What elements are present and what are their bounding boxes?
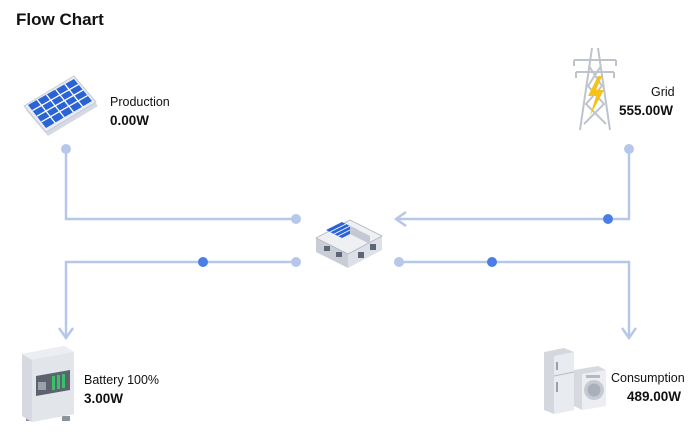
consumption-flow-line	[399, 260, 631, 336]
house-icon	[315, 219, 383, 268]
power-tower-icon	[573, 47, 617, 131]
battery-flow-arrow	[57, 327, 75, 341]
consumption-label: Consumption	[611, 371, 685, 385]
production-flow-line	[64, 149, 296, 221]
grid-flow-line	[398, 149, 631, 221]
grid-endpoint	[624, 144, 634, 154]
consumption-home-endpoint	[394, 257, 404, 267]
page-title: Flow Chart	[16, 10, 104, 29]
grid-flow-arrow	[393, 210, 407, 228]
solar-panel-icon	[23, 75, 98, 136]
battery-value: 3.00W	[84, 391, 124, 406]
battery-icon	[22, 346, 74, 422]
consumption-flow-dot	[487, 257, 497, 267]
appliances-icon	[544, 348, 606, 414]
battery-home-endpoint	[291, 257, 301, 267]
battery-flow-dot	[198, 257, 208, 267]
consumption-flow-arrow	[620, 327, 638, 341]
grid-label: Grid	[651, 85, 675, 99]
battery-label: Battery 100%	[84, 373, 160, 387]
production-endpoint	[61, 144, 71, 154]
battery-flow-line	[64, 260, 296, 336]
production-label: Production	[110, 95, 170, 109]
grid-value: 555.00W	[619, 103, 674, 118]
production-value: 0.00W	[110, 113, 150, 128]
grid-flow-dot	[603, 214, 613, 224]
consumption-value: 489.00W	[627, 389, 682, 404]
production-home-endpoint	[291, 214, 301, 224]
